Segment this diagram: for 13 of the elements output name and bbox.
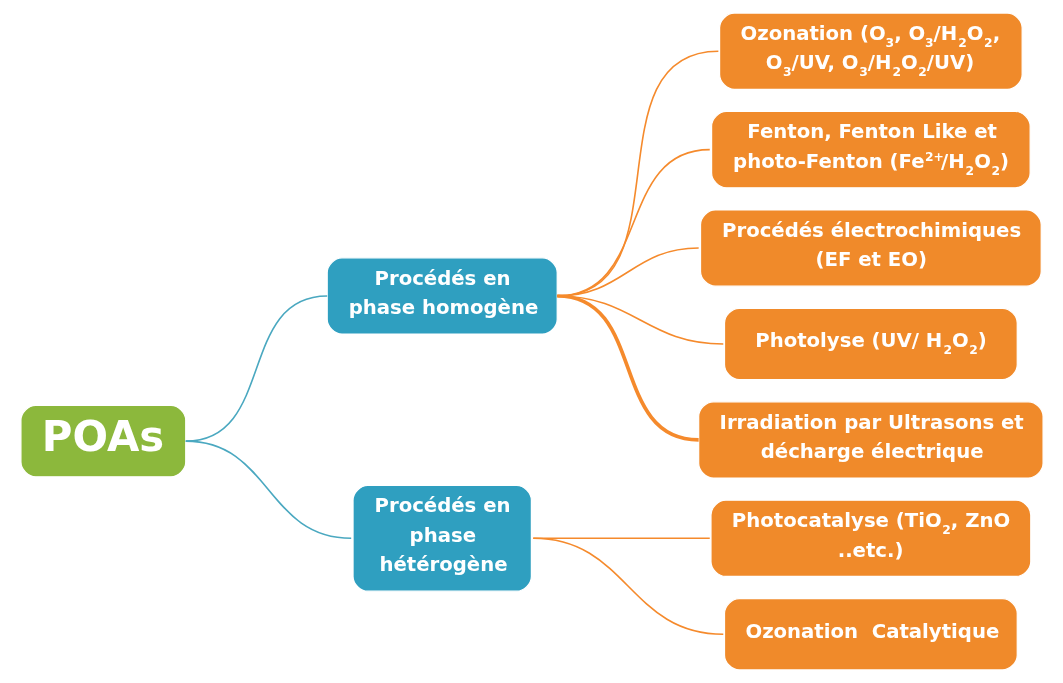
connector: [184, 440, 352, 540]
node-box: Ozonation Catalytique: [723, 597, 1018, 671]
node-box: Irradiation par Ultrasons et décharge électrique: [697, 401, 1044, 479]
connector: [531, 537, 724, 636]
node-box: Ozonation (O$_{3}$, O$_{3}$/H$_{2}$O$_{2}$, O$_{3}$/UV, O$_{3}$/H$_{2}$O$_{2}$/UV): [718, 12, 1023, 90]
connector: [556, 294, 699, 442]
node-box: Procédés électrochimiques (EF et EO): [699, 209, 1042, 287]
node-box: Procédés en phase homogène: [326, 257, 558, 335]
node-box: Photocatalyse (TiO$_{2}$, ZnO ..etc.): [709, 499, 1031, 578]
node-box: Fenton, Fenton Like et photo-Fenton (Fe$^{2+}$/H$_{2}$O$_{2}$): [710, 110, 1031, 189]
node-box: Procédés en phase hétérogène: [351, 484, 532, 592]
node-box: POAs: [19, 404, 186, 478]
node-box: Photolyse (UV/ H$_{2}$O$_{2}$): [723, 307, 1018, 381]
